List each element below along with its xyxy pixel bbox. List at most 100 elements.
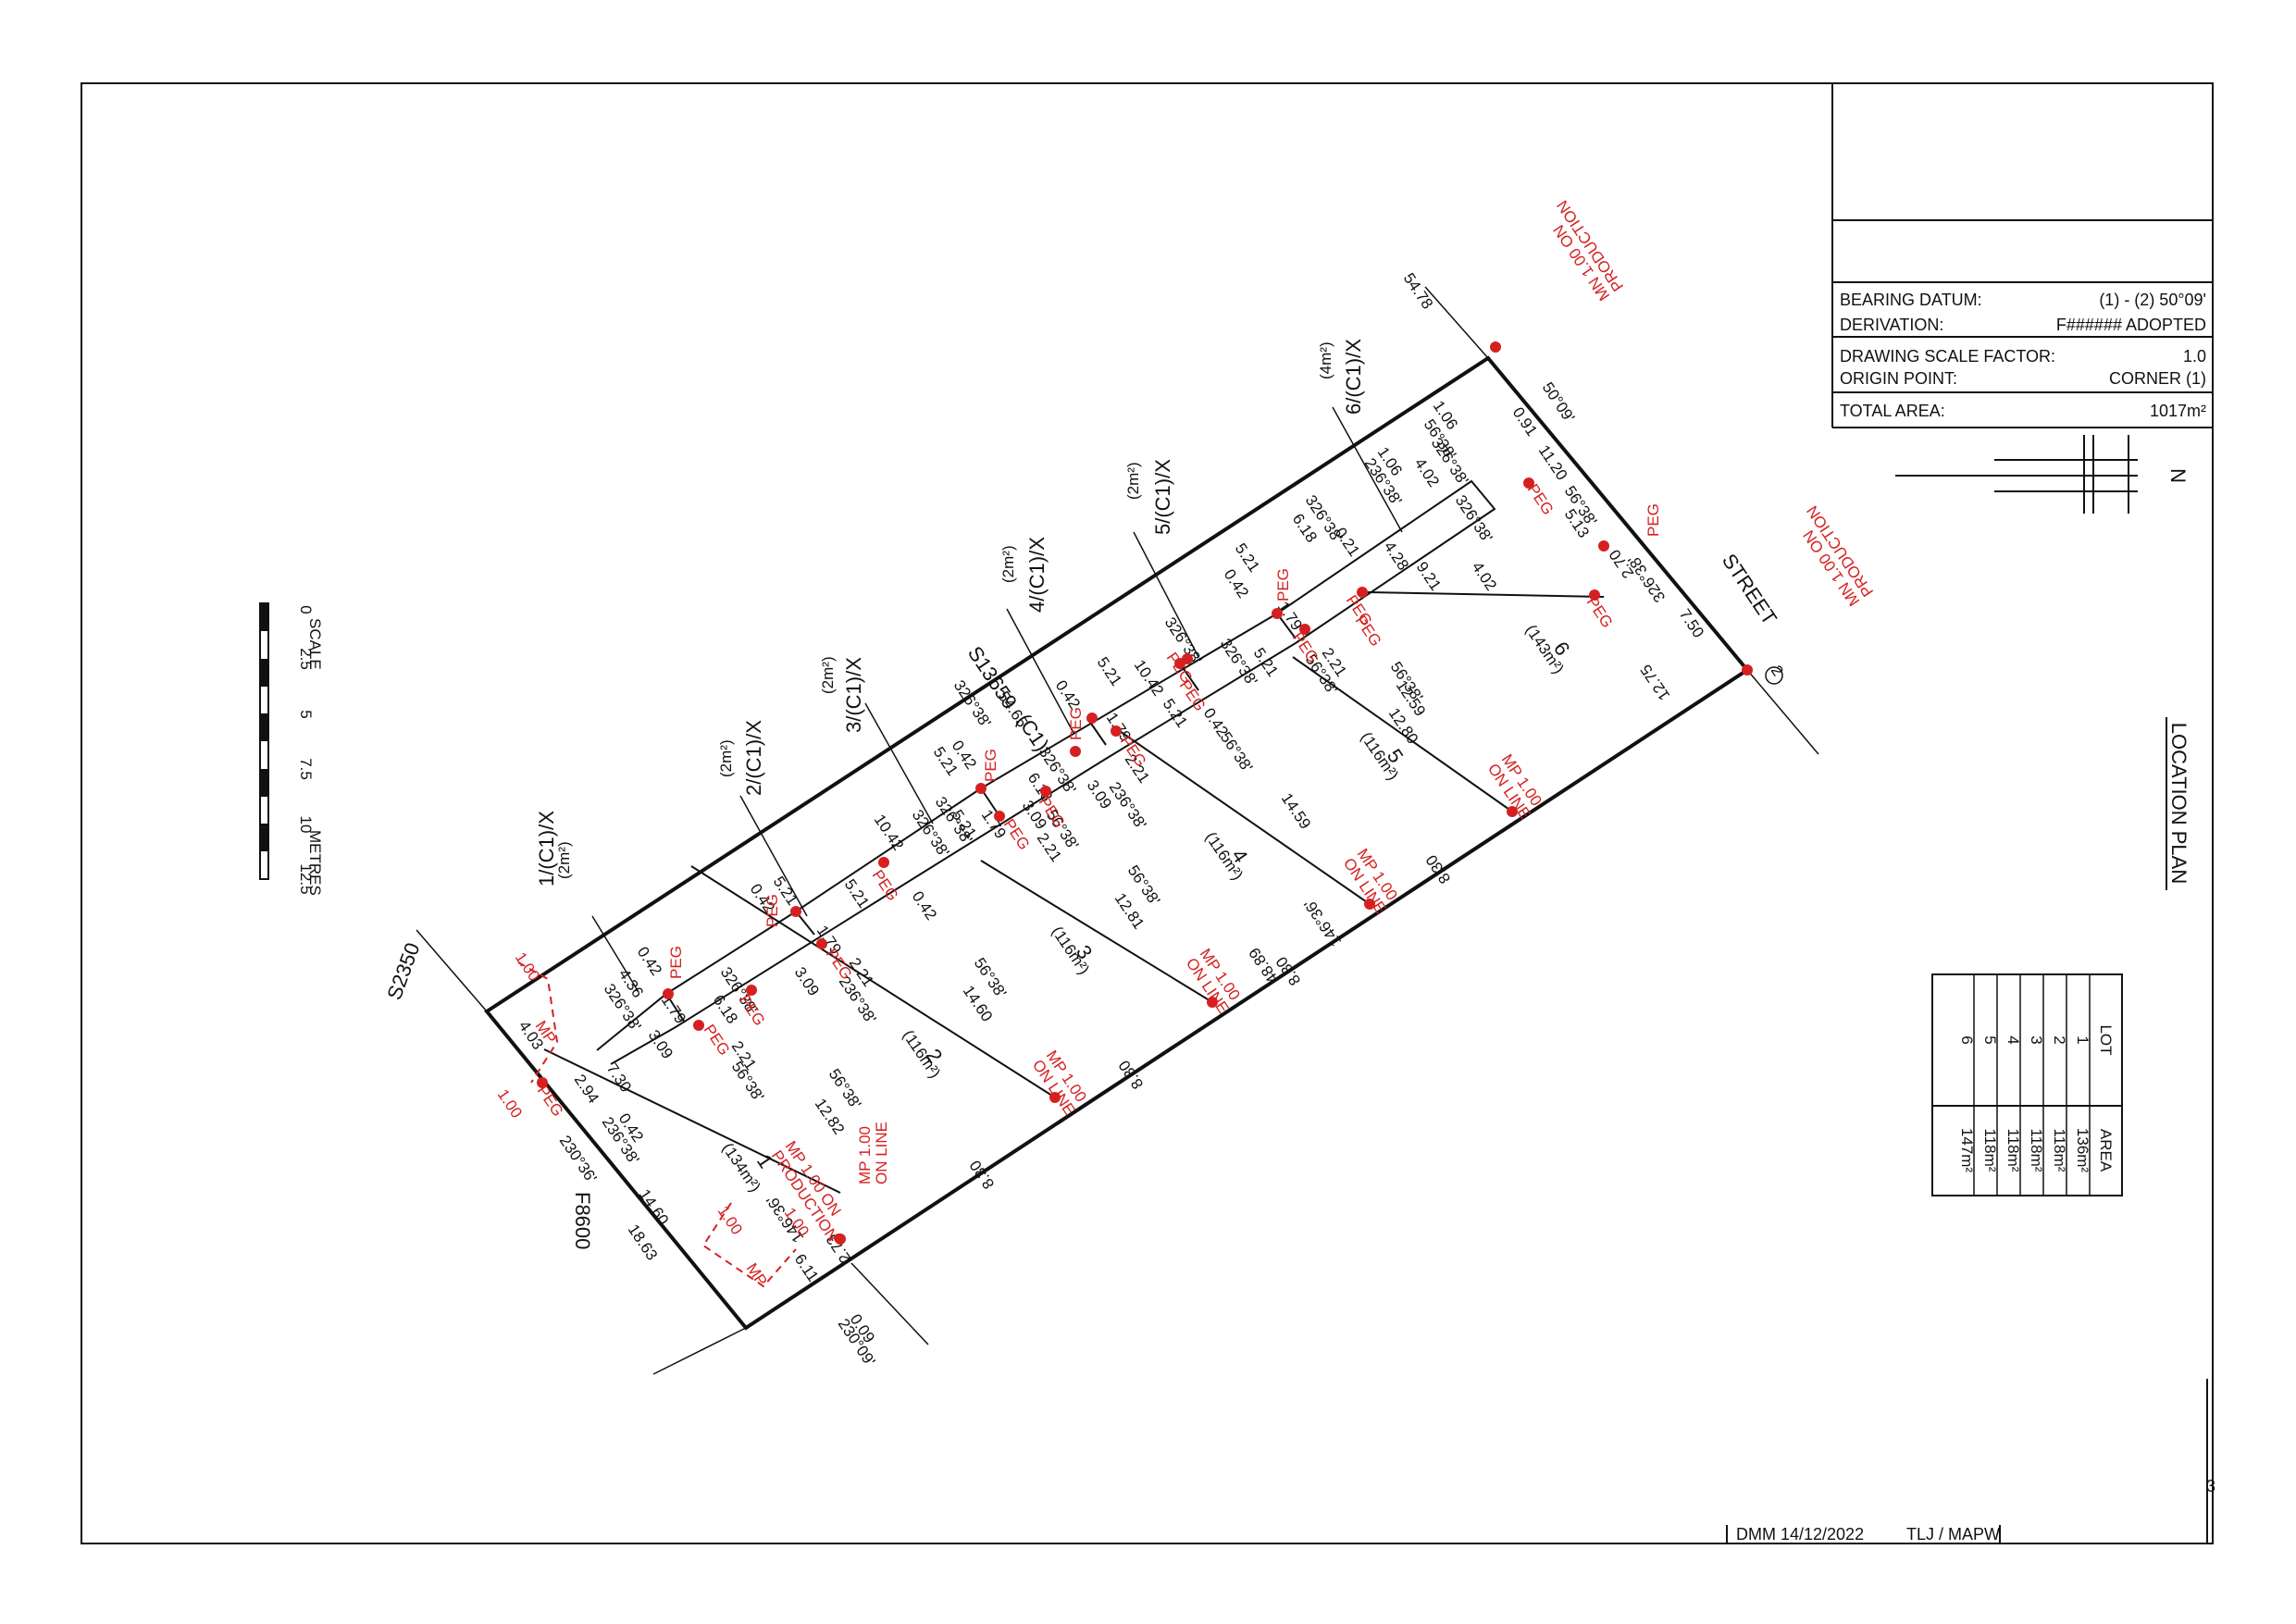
sheet-border bbox=[81, 82, 2214, 1544]
peg-dot bbox=[1490, 341, 1501, 353]
dim-lot4-14-59: 14.59 bbox=[1278, 790, 1315, 833]
scale-tick-2-5: 2.5 bbox=[297, 648, 315, 670]
scale-tick-5: 5 bbox=[297, 710, 315, 718]
strip-dim-56-38-a: 56°38' bbox=[728, 1059, 768, 1105]
table-area-4: 118m² bbox=[2004, 1129, 2022, 1172]
origin-point-value: CORNER (1) bbox=[2109, 369, 2206, 388]
easement-3-area: (2m²) bbox=[819, 656, 837, 694]
peg-dot bbox=[1742, 664, 1753, 676]
easement-5-area: (2m²) bbox=[1124, 462, 1142, 500]
peg-label: PEG bbox=[1067, 707, 1085, 740]
peg-dot bbox=[994, 811, 1005, 822]
mn-on-production-top: MN 1.00 ONPRODUCTION bbox=[1540, 197, 1628, 304]
peg-dot bbox=[1086, 713, 1098, 724]
peg-label: PEG bbox=[534, 1083, 567, 1120]
table-lot-5: 5 bbox=[1981, 1035, 1999, 1044]
scale-tick-7-5: 7.5 bbox=[297, 758, 315, 780]
peg-dot bbox=[1299, 624, 1310, 635]
scale-tick-12-5: 12.5 bbox=[297, 863, 315, 894]
dim-lot1-8-30: 8.30 bbox=[966, 1157, 998, 1192]
peg-label: PEG bbox=[701, 1022, 734, 1059]
peg-dot bbox=[1207, 997, 1218, 1008]
peg-dot bbox=[1040, 786, 1051, 797]
mp-offset-1-00-c: 1.00 bbox=[714, 1203, 746, 1238]
easement-1-id: 1/(C1)/X bbox=[535, 811, 558, 886]
bearing-datum-value: (1) - (2) 50°09' bbox=[2099, 291, 2206, 309]
strip-dim-2-94: 2.94 bbox=[571, 1072, 602, 1107]
scale-tick-0: 0 bbox=[297, 605, 315, 614]
mp-on-line-1: MP 1.00ON LINE bbox=[856, 1122, 890, 1184]
peg-label: PEG bbox=[1583, 594, 1617, 631]
table-lot-4: 4 bbox=[2004, 1035, 2022, 1044]
lot-division-lines bbox=[543, 591, 1605, 1194]
peg-dot bbox=[1111, 725, 1122, 737]
strip-dim-3-09-b: 3.09 bbox=[791, 964, 823, 999]
footer-strip: DMM 14/12/2022 TLJ / MAPW 3 bbox=[1726, 1379, 2215, 1543]
easement-2-id: 2/(C1)/X bbox=[742, 720, 765, 796]
table-lot-2: 2 bbox=[2051, 1035, 2068, 1044]
scale-unit: METRES bbox=[306, 830, 324, 896]
strip-dim-0-42-a: 0.42 bbox=[634, 944, 665, 979]
dim-street-7-50: 7.50 bbox=[1676, 606, 1707, 641]
easement-6-id: 6/(C1)/X bbox=[1342, 339, 1365, 415]
corner-marker bbox=[1765, 666, 1783, 685]
easement-3-id: 3/(C1)/X bbox=[842, 657, 865, 733]
easement-5-id: 5/(C1)/X bbox=[1151, 459, 1174, 535]
easement-4-id: 4/(C1)/X bbox=[1025, 537, 1049, 613]
extension-lines bbox=[416, 286, 1819, 1375]
strip-dim-3-09-a: 3.09 bbox=[645, 1027, 676, 1062]
strip-dim-5-21-f: 5.21 bbox=[1094, 654, 1125, 689]
peg-dot bbox=[1523, 477, 1534, 489]
table-lot-1: 1 bbox=[2074, 1035, 2091, 1044]
peg-dot bbox=[693, 1020, 704, 1031]
scale-bar: 0 2.5 5 7.5 10 12.5 SCALE METRES bbox=[259, 602, 324, 896]
strip-dim-9-21: 9.21 bbox=[1413, 559, 1445, 594]
peg-dot bbox=[1364, 899, 1375, 910]
survey-plan: S13659 S2350 F8600 STREET 2 1 (134m²) 2 … bbox=[382, 197, 1877, 1375]
peg-label: PEG bbox=[1644, 503, 1662, 537]
peg-dot bbox=[790, 906, 801, 917]
strip-dim-236-38-c: 236°38' bbox=[1106, 779, 1150, 833]
mp-offset-dashes bbox=[517, 961, 559, 1084]
dim-lot4-8-30: 8.30 bbox=[1272, 953, 1304, 988]
mp-offset-dashes-bottom bbox=[701, 1202, 797, 1288]
scale-tick-10: 10 bbox=[297, 816, 315, 834]
peg-dot bbox=[1357, 587, 1368, 598]
easement-1-area: (2m²) bbox=[555, 841, 573, 879]
table-area-6: 147m² bbox=[1958, 1128, 1976, 1173]
strip-dim-10-42-b: 10.42 bbox=[1131, 657, 1168, 700]
dim-lot6-326-38: 326°38' bbox=[1625, 552, 1669, 605]
table-header-area: AREA bbox=[2097, 1129, 2115, 1172]
derivation-value: F###### ADOPTED bbox=[2056, 316, 2206, 334]
mp-on-line-4: MP 1.00ON LINE bbox=[1340, 846, 1404, 917]
dim-left-18-63: 18.63 bbox=[625, 1221, 662, 1264]
mp-label-bottom: MP bbox=[743, 1260, 771, 1290]
peg-dot bbox=[975, 783, 987, 794]
strip-dim-0-42-f: 0.42 bbox=[1052, 677, 1084, 713]
peg-dot bbox=[816, 938, 827, 949]
location-plan-title: LOCATION PLAN bbox=[2167, 723, 2191, 884]
peg-dot bbox=[1598, 540, 1609, 552]
table-header-lot: LOT bbox=[2097, 1024, 2115, 1055]
easement-labels: 1/(C1)/X (2m²) 2/(C1)/X (2m²) 3/(C1)/X (… bbox=[535, 339, 1365, 886]
peg-dot bbox=[1507, 806, 1518, 817]
dim-lot1-12-82: 12.82 bbox=[812, 1096, 849, 1138]
scale-title: SCALE bbox=[306, 618, 324, 670]
peg-label: PEG bbox=[1352, 613, 1385, 650]
derivation-label: DERIVATION: bbox=[1840, 316, 1943, 334]
strip-dim-4-02-a: 4.02 bbox=[1469, 559, 1500, 594]
peg-dot bbox=[537, 1077, 548, 1088]
dim-bottom-bearing: 146°36' bbox=[1301, 896, 1346, 949]
strip-dim-4-02-b: 4.02 bbox=[1411, 455, 1443, 490]
peg-label: PEG bbox=[667, 946, 685, 979]
footer-edge-text: 3 bbox=[2206, 1477, 2215, 1495]
easement-4-area: (2m²) bbox=[999, 545, 1017, 583]
footer-drawn-by: DMM 14/12/2022 bbox=[1736, 1525, 1864, 1543]
dim-lot2-8-30: 8.30 bbox=[1115, 1057, 1147, 1092]
peg-dot bbox=[1049, 1092, 1061, 1103]
title-block: BEARING DATUM: (1) - (2) 50°09' DERIVATI… bbox=[1831, 83, 2213, 428]
neighbour-bottom: F8600 bbox=[571, 1192, 594, 1249]
location-plan: N LOCATION PLAN bbox=[1895, 435, 2191, 890]
peg-dot bbox=[1070, 746, 1081, 757]
